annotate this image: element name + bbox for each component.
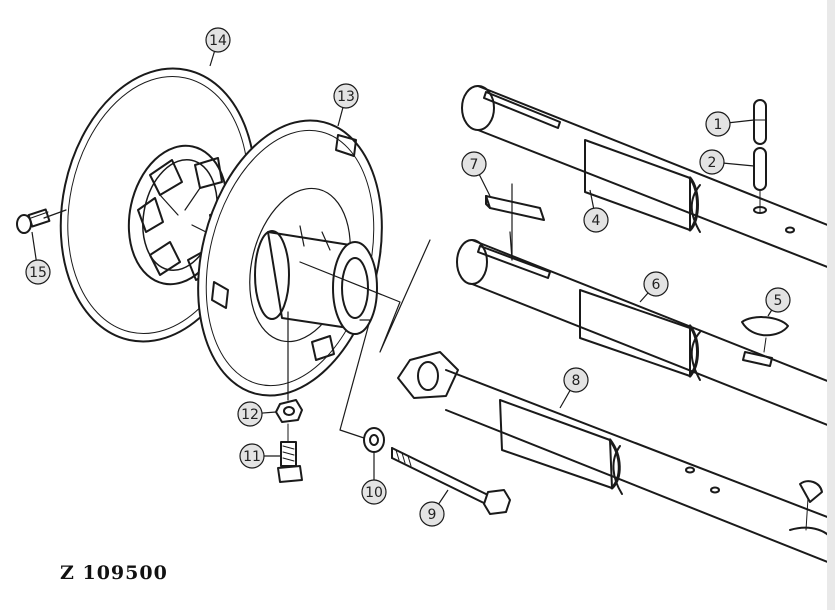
callout-number: 15 xyxy=(29,265,47,281)
pin-parts xyxy=(753,99,767,213)
callout-7: 7 xyxy=(461,151,491,197)
callout-number: 8 xyxy=(572,373,581,389)
callout-number: 11 xyxy=(243,449,261,465)
upper-shaft-part xyxy=(461,85,835,271)
callout-9: 9 xyxy=(419,489,449,527)
long-bolt-part xyxy=(391,447,511,515)
callout-14: 14 xyxy=(205,27,231,67)
callout-circle xyxy=(419,501,445,527)
callout-circle xyxy=(583,207,609,233)
drawing-number: Z 109500 xyxy=(60,562,168,584)
callout-number: 4 xyxy=(592,213,601,229)
callout-number: 10 xyxy=(365,485,383,501)
callout-number: 9 xyxy=(428,507,437,523)
callout-number: 12 xyxy=(241,407,259,423)
callout-5: 5 xyxy=(765,287,791,317)
callout-number: 6 xyxy=(652,277,661,293)
lower-shaft-part xyxy=(397,351,835,566)
callout-1: 1 xyxy=(705,111,755,137)
callout-circle xyxy=(333,83,359,109)
callout-circle xyxy=(361,479,387,505)
callout-circle xyxy=(461,151,487,177)
callout-12: 12 xyxy=(237,401,277,427)
callout-13: 13 xyxy=(333,83,359,127)
woodruff-key-part xyxy=(741,316,789,353)
assembly-lines xyxy=(299,231,513,439)
callout-number: 2 xyxy=(708,155,717,171)
callout-number: 5 xyxy=(774,293,783,309)
callout-number: 13 xyxy=(337,89,355,105)
callout-4: 4 xyxy=(583,189,609,233)
callout-circle xyxy=(699,149,725,175)
callout-circle xyxy=(705,111,731,137)
callout-number: 7 xyxy=(470,157,479,173)
hex-bolt-part xyxy=(277,423,303,483)
callout-15: 15 xyxy=(25,231,51,285)
flange-disc-part xyxy=(197,119,383,397)
callout-number: 1 xyxy=(714,117,723,133)
callout-circle xyxy=(205,27,231,53)
callout-11: 11 xyxy=(239,443,280,469)
callout-8: 8 xyxy=(559,367,589,409)
edge-strip xyxy=(827,0,835,610)
callout-6: 6 xyxy=(639,271,669,303)
callout-2: 2 xyxy=(699,149,755,175)
callout-circle xyxy=(237,401,263,427)
callout-circle xyxy=(239,443,265,469)
washer-part xyxy=(363,427,385,453)
callout-circle xyxy=(563,367,589,393)
callout-10: 10 xyxy=(361,452,387,505)
flat-key-part xyxy=(485,183,545,261)
small-bolt-part xyxy=(16,208,67,234)
middle-shaft-part xyxy=(456,239,835,429)
callout-circle xyxy=(765,287,791,313)
callout-circle xyxy=(25,259,51,285)
callout-circle xyxy=(643,271,669,297)
callout-number: 14 xyxy=(209,33,227,49)
